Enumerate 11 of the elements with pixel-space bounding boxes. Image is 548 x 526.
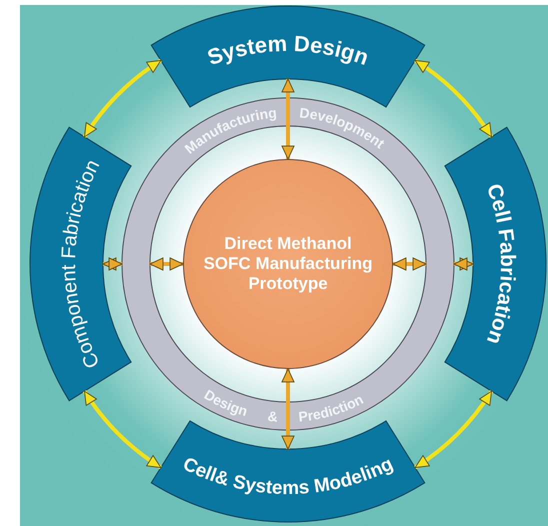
- double-arrow: [414, 58, 494, 138]
- double-arrow: [82, 58, 162, 138]
- center-label: Direct Methanol SOFC Manufacturing Prototype: [203, 234, 373, 294]
- double-arrow: [150, 258, 184, 270]
- double-arrow: [392, 258, 426, 270]
- band-label: System Design: [204, 30, 372, 70]
- double-arrow: [102, 258, 122, 270]
- double-arrow: [82, 390, 162, 470]
- double-arrow: [414, 390, 494, 470]
- double-arrow: [454, 258, 474, 270]
- double-arrow: [282, 368, 294, 450]
